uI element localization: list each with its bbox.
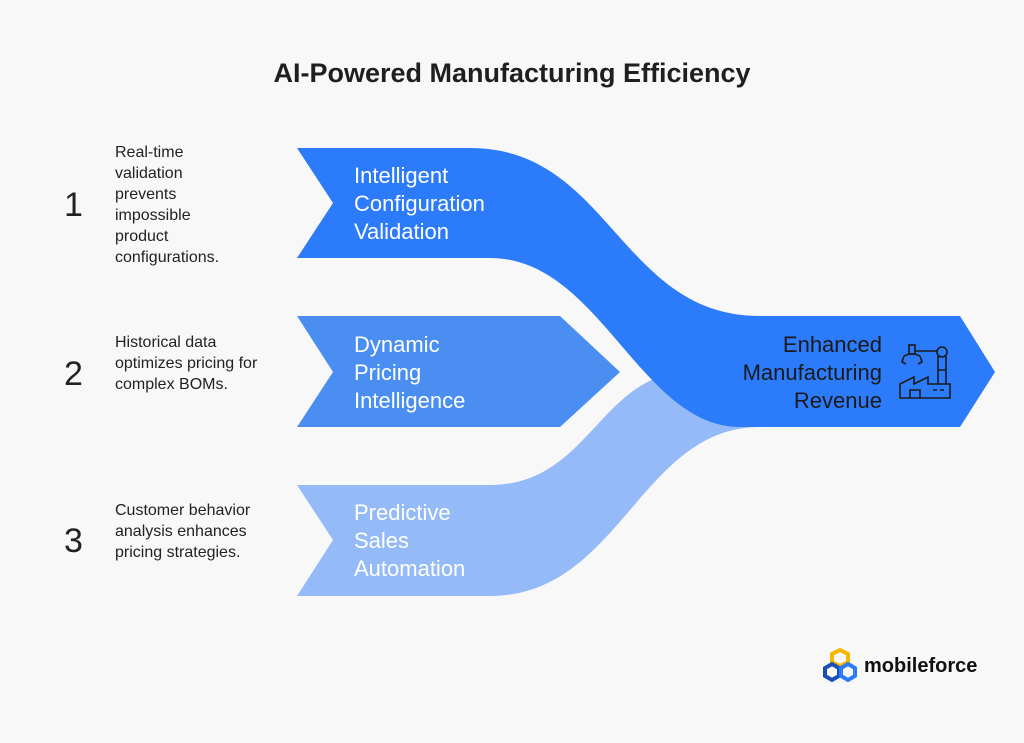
logo-text: mobileforce — [864, 654, 978, 677]
output-label: Enhanced Manufacturing Revenue — [742, 332, 882, 413]
hexagon-logo-icon — [823, 648, 857, 683]
step-number-1: 1 — [64, 186, 83, 224]
step-label-1: Intelligent Configuration Validation — [354, 163, 485, 244]
step-number-3: 3 — [64, 522, 83, 560]
page-title: AI-Powered Manufacturing Efficiency — [273, 58, 751, 88]
step-number-2: 2 — [64, 355, 83, 393]
factory-robot-arm-icon — [899, 344, 951, 399]
step-description-2: Historical data optimizes pricing for co… — [115, 334, 258, 393]
mobileforce-logo: mobileforce — [822, 648, 977, 684]
step-description-1: Real-time validation prevents impossible… — [115, 144, 220, 266]
step-description-3: Customer behavior analysis enhances pric… — [115, 502, 251, 561]
band-predictive-sales — [297, 372, 760, 596]
step-label-2: Dynamic Pricing Intelligence — [354, 332, 466, 413]
band-intelligent-config-to-output — [297, 148, 995, 427]
band-dynamic-pricing — [297, 316, 620, 427]
step-label-3: Predictive Sales Automation — [354, 500, 466, 581]
